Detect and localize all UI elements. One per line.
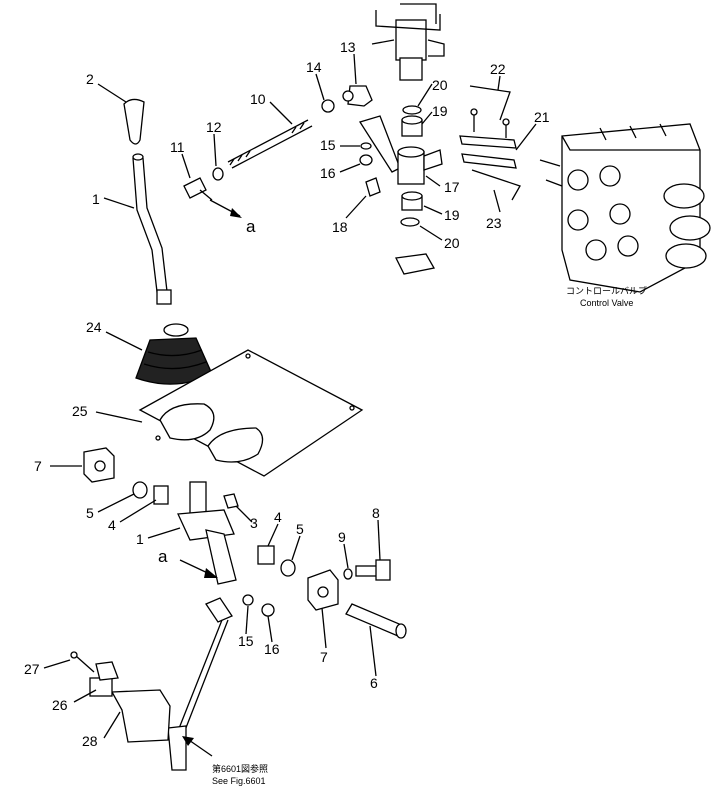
callout-11: 11 [170, 139, 185, 155]
callout-15-top: 15 [320, 137, 336, 153]
callout-5-left: 5 [86, 505, 94, 521]
arrow-label-a-lower: a [158, 547, 168, 566]
rod [227, 119, 313, 169]
shim-23 [469, 85, 521, 201]
callout-1: 1 [92, 191, 100, 207]
arrow-label-a-upper: a [246, 217, 256, 236]
callout-17: 17 [444, 179, 460, 195]
callout-6: 6 [370, 675, 378, 691]
washer-15-bottom [242, 594, 254, 606]
callout-15-bottom: 15 [238, 633, 254, 649]
callout-1-lower: 1 [136, 531, 144, 547]
grease-fitting-18 [365, 177, 381, 197]
bushing-4-left [153, 485, 169, 505]
callout-22: 22 [490, 61, 506, 77]
callout-28: 28 [82, 733, 98, 749]
callout-16-bottom: 16 [264, 641, 280, 657]
pin-6 [345, 603, 407, 639]
lower-link-rod [167, 597, 233, 771]
callout-20-bottom: 20 [444, 235, 460, 251]
callout-27: 27 [24, 661, 40, 677]
callout-10: 10 [250, 91, 266, 107]
callout-19-top: 19 [432, 103, 448, 119]
shim-20-bottom [400, 217, 420, 227]
callout-labels: 2 1 10 11 12 13 14 20 19 15 16 17 18 19 … [24, 39, 550, 749]
shim-20-top [402, 105, 422, 115]
rubber-boot [135, 323, 213, 385]
upper-shaft-assembly [371, 3, 445, 81]
callout-3: 3 [250, 515, 258, 531]
block-7-right [307, 569, 339, 611]
lower-plate [395, 253, 436, 275]
callout-5-right: 5 [296, 521, 304, 537]
arrow-a-lower [179, 559, 218, 578]
control-valve-caption-jp: コントロールバルブ [566, 285, 647, 296]
washer-15-top [360, 142, 372, 150]
callout-7-left: 7 [34, 458, 42, 474]
bracket-28 [110, 689, 171, 743]
callout-7-right: 7 [320, 649, 328, 665]
clevis-26 [89, 661, 119, 697]
nut-16-top [359, 154, 373, 166]
lever-1-lower [177, 481, 237, 585]
control-lever-upper [132, 153, 172, 305]
bearing-5-left [132, 481, 148, 499]
callout-20-top: 20 [432, 77, 448, 93]
washer-9 [343, 568, 353, 580]
callout-26: 26 [52, 697, 68, 713]
bolt-22 [470, 108, 510, 138]
nut-16-bottom [261, 603, 275, 617]
lever-17 [397, 146, 443, 185]
see-fig-caption-en: See Fig.6601 [212, 776, 266, 786]
nut-14 [321, 99, 335, 113]
bearing-19-top [401, 115, 423, 137]
bearing-5-right [280, 559, 296, 577]
callout-19-bottom: 19 [444, 207, 460, 223]
leader-lines [43, 53, 537, 739]
control-valve-caption-en: Control Valve [580, 298, 633, 308]
callout-13: 13 [340, 39, 356, 55]
rod-end-joint [183, 177, 213, 201]
callout-24: 24 [86, 319, 102, 335]
grease-fitting-3 [223, 493, 239, 509]
captions: コントロールバルブ Control Valve 第6601図参照 See Fig… [212, 285, 647, 786]
plate-21 [459, 135, 517, 169]
callout-12: 12 [206, 119, 222, 135]
callout-16-top: 16 [320, 165, 336, 181]
control-valve [539, 123, 711, 293]
callout-4-left: 4 [108, 517, 116, 533]
callout-8: 8 [372, 505, 380, 521]
arrow-a-upper [209, 199, 242, 218]
callout-2: 2 [86, 71, 94, 87]
elbow-joint-13 [342, 85, 373, 107]
bolt-27 [70, 651, 95, 673]
nut-12 [212, 167, 224, 181]
callout-21: 21 [534, 109, 550, 125]
arrow-see-fig [182, 736, 213, 757]
callout-14: 14 [306, 59, 322, 75]
callout-18: 18 [332, 219, 348, 235]
floor-plate [138, 349, 364, 477]
callout-23: 23 [486, 215, 502, 231]
bushing-4-right [257, 545, 275, 565]
callout-9: 9 [338, 529, 346, 545]
bolt-8 [355, 559, 391, 581]
lever-knob [123, 98, 145, 145]
callout-4-right: 4 [274, 509, 282, 525]
bearing-19-bottom [401, 191, 423, 211]
block-7-left [83, 447, 115, 483]
see-fig-caption-jp: 第6601図参照 [212, 763, 268, 774]
callout-25: 25 [72, 403, 88, 419]
